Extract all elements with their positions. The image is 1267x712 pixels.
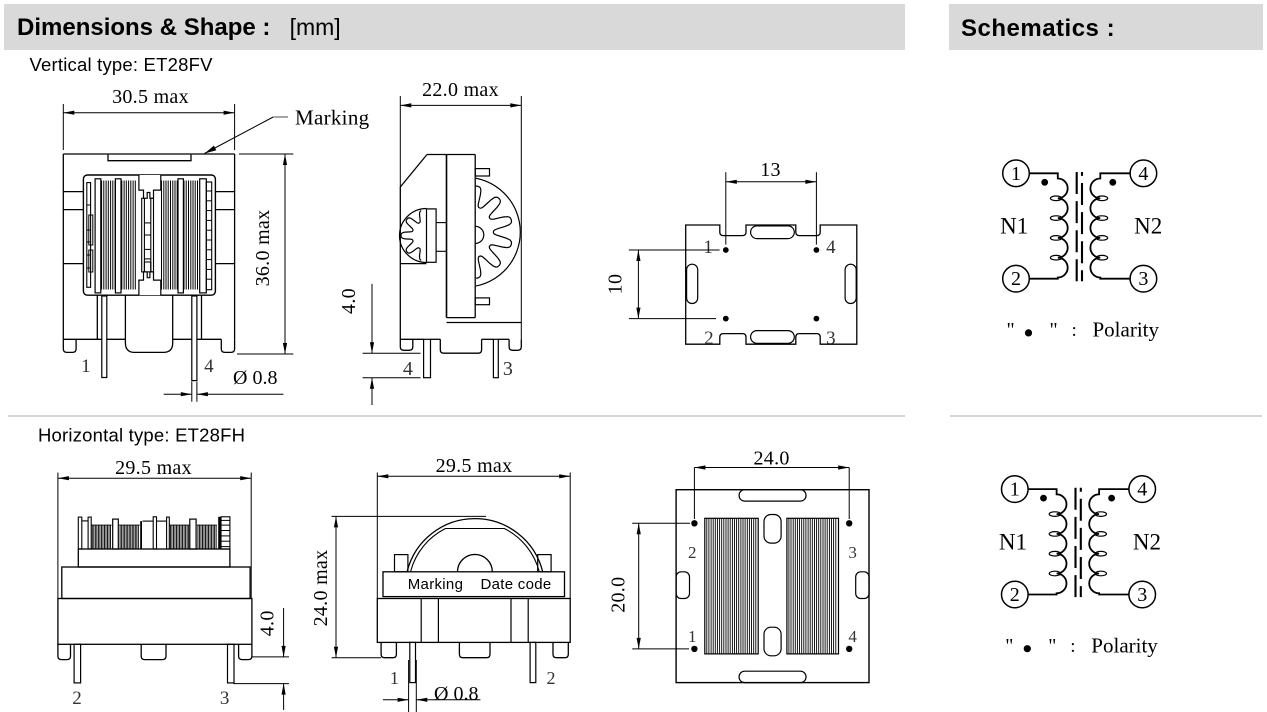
svg-text:2: 2: [704, 328, 714, 349]
svg-text:4: 4: [204, 356, 214, 377]
svg-text:13: 13: [760, 159, 781, 181]
svg-text:29.5 max: 29.5 max: [115, 457, 192, 479]
svg-text:Ø 0.8: Ø 0.8: [434, 683, 478, 705]
svg-text:4.0: 4.0: [257, 610, 279, 636]
svg-text:4: 4: [848, 627, 857, 646]
svg-text:36.0 max: 36.0 max: [252, 210, 274, 287]
svg-text:3: 3: [848, 543, 857, 562]
svg-text:Date code: Date code: [480, 576, 551, 593]
svg-text:Horizontal type: ET28FH: Horizontal type: ET28FH: [38, 425, 245, 446]
svg-text:10: 10: [605, 274, 627, 295]
svg-text:2: 2: [72, 688, 82, 709]
svg-text:3: 3: [503, 358, 513, 380]
svg-text:24.0 max: 24.0 max: [310, 550, 332, 627]
svg-text:3: 3: [826, 328, 836, 349]
svg-text:30.5 max: 30.5 max: [112, 86, 189, 108]
svg-text:1: 1: [688, 627, 697, 646]
svg-text:4.0: 4.0: [338, 288, 360, 314]
svg-text:Marking: Marking: [408, 576, 463, 593]
svg-text:4: 4: [826, 237, 836, 258]
svg-text:Ø 0.8: Ø 0.8: [233, 367, 277, 389]
svg-text:Vertical type: ET28FV: Vertical type: ET28FV: [30, 54, 214, 75]
svg-text:Marking: Marking: [295, 106, 370, 130]
svg-text:29.5 max: 29.5 max: [436, 455, 513, 477]
svg-text:2: 2: [547, 668, 556, 688]
svg-text:1: 1: [703, 237, 713, 258]
svg-text:Dimensions & Shape : [mm]: Dimensions & Shape : [mm]: [17, 14, 341, 41]
svg-text:1: 1: [390, 668, 399, 688]
svg-text:1: 1: [81, 356, 91, 377]
svg-text:Schematics :: Schematics :: [961, 15, 1115, 42]
svg-text:4: 4: [403, 358, 413, 380]
svg-text:24.0: 24.0: [753, 448, 789, 470]
svg-text:20.0: 20.0: [608, 577, 630, 613]
svg-text:22.0 max: 22.0 max: [422, 79, 499, 101]
svg-text:3: 3: [220, 688, 230, 709]
svg-text:2: 2: [688, 543, 697, 562]
